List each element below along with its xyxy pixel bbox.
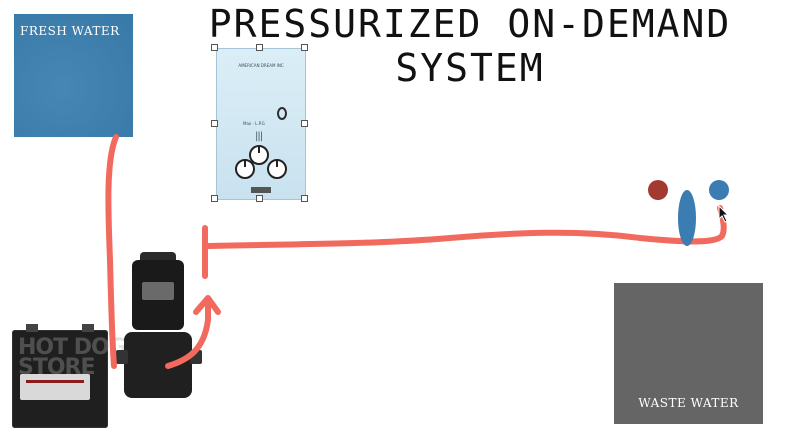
heater-knob-icon: [267, 159, 287, 179]
pipe-pump-outlet: [165, 297, 211, 369]
battery-label: [20, 374, 90, 400]
resize-handle-bottom-right[interactable]: [301, 195, 308, 202]
heater-logo-icon: [277, 107, 287, 120]
pump-motor: [132, 260, 184, 330]
resize-handle-top-right[interactable]: [301, 44, 308, 51]
heater-knob-icon: [249, 145, 269, 165]
faucet-spout-icon: [678, 190, 696, 246]
title-line-2: SYSTEM: [395, 46, 545, 90]
resize-handle-right[interactable]: [301, 120, 308, 127]
water-pump-image: [116, 252, 202, 402]
title-line-1: PRESSURIZED ON-DEMAND: [208, 2, 732, 46]
heater-vent-icon: |||: [255, 131, 263, 142]
pump-inlet-port: [116, 350, 128, 364]
battery-terminal: [82, 324, 94, 332]
fresh-water-tank: FRESH WATER: [14, 14, 133, 137]
hot-water-knob-icon: [648, 180, 668, 200]
pipe-main-line: [202, 205, 727, 249]
resize-handle-bottom-left[interactable]: [211, 195, 218, 202]
heater-knob-icon: [235, 159, 255, 179]
mouse-cursor-icon: [718, 205, 730, 223]
pipe-arrow-head: [193, 295, 221, 315]
fresh-water-label: FRESH WATER: [20, 24, 120, 38]
heater-model-text: Max · L.P.G: [243, 121, 265, 126]
resize-handle-left[interactable]: [211, 120, 218, 127]
pump-head: [124, 332, 192, 398]
heater-brand-text: AMERICAN DREAM INC: [238, 63, 284, 68]
pipe-fresh-to-pump: [105, 134, 119, 369]
battery-terminal: [26, 324, 38, 332]
battery-image: [12, 324, 108, 428]
waste-water-label: WASTE WATER: [638, 396, 739, 410]
heater-base: [251, 187, 271, 193]
resize-handle-bottom[interactable]: [256, 195, 263, 202]
cold-water-knob-icon: [709, 180, 729, 200]
waste-water-tank: WASTE WATER: [614, 283, 763, 424]
resize-handle-top-left[interactable]: [211, 44, 218, 51]
resize-handle-top[interactable]: [256, 44, 263, 51]
